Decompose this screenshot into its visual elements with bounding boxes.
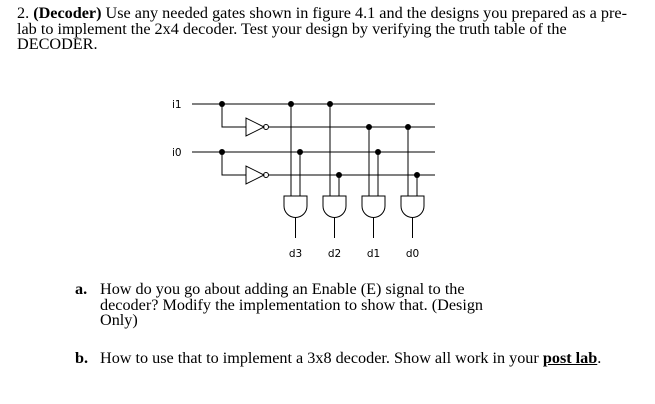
and-gate-d3 [283, 195, 308, 218]
inverter-i1-feed [221, 104, 246, 128]
input-label-i0: i0 [172, 147, 182, 159]
inverter-i0-feed [221, 152, 246, 176]
junction-dot [219, 149, 225, 155]
junction-dot [297, 149, 303, 155]
sub-question-text: How to use that to implement a 3x8 decod… [75, 349, 645, 367]
junction-dot [327, 101, 333, 107]
and-gate-d1 [361, 195, 386, 218]
sub-question-b: b. How to use that to implement a 3x8 de… [75, 349, 645, 367]
and-gate-d0 [400, 195, 425, 218]
sub-question-letter: b. [75, 349, 89, 367]
output-label-d2: d2 [328, 248, 341, 260]
junction-dot [288, 101, 294, 107]
sub-question-letter: a. [75, 280, 88, 298]
sub-question-text-main: How to use that to implement a 3x8 decod… [100, 349, 543, 367]
output-label-d3: d3 [289, 248, 302, 260]
question-number: 2. [17, 4, 30, 22]
junction-dot [336, 172, 342, 178]
output-label-d0: d0 [406, 248, 419, 260]
junction-dot [414, 172, 420, 178]
inverter-i0 [245, 165, 266, 185]
junction-dot [366, 124, 372, 130]
junction-dot [405, 124, 411, 130]
and-gate-d2 [322, 195, 347, 218]
input-label-i1: i1 [172, 99, 182, 111]
junction-dot [375, 149, 381, 155]
junction-dot [219, 101, 225, 107]
output-label-d1: d1 [367, 248, 380, 260]
question-body: Use any needed gates shown in figure 4.1… [17, 4, 627, 53]
question-title: (Decoder) [33, 4, 102, 22]
inverter-i1 [245, 117, 266, 137]
junction-dots [219, 101, 420, 178]
sub-question-text: How do you go about adding an Enable (E)… [100, 280, 484, 329]
sub-question-text-end: . [597, 349, 602, 367]
post-lab-emphasis: post lab [542, 349, 598, 367]
sub-question-a: a. How do you go about adding an Enable … [75, 280, 495, 329]
question-2-text: 2. (Decoder) Use any needed gates shown … [17, 4, 642, 53]
